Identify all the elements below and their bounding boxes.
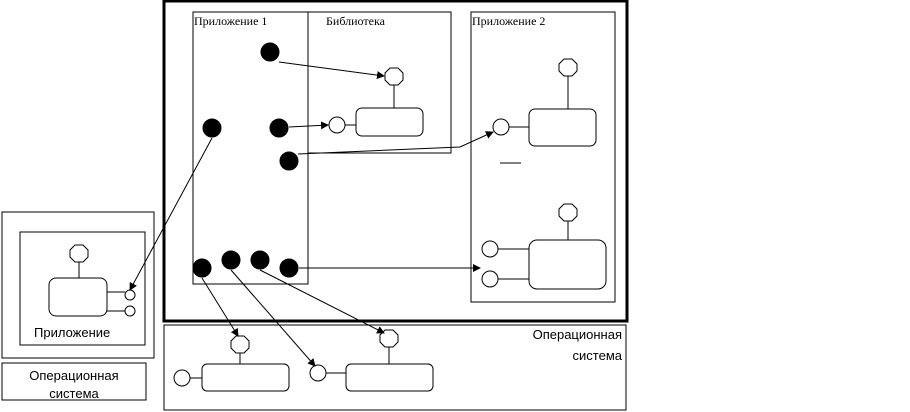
- left-component: [48, 277, 108, 317]
- os-component-2-interface-top: [379, 329, 399, 348]
- app2-lower-port-2: [481, 270, 499, 288]
- app2-component-upper: [528, 108, 597, 147]
- left-port-1: [124, 289, 136, 301]
- app2-label: Приложение 2: [472, 14, 545, 28]
- library-port-left: [328, 116, 346, 134]
- app2-lower-port-1: [481, 240, 499, 258]
- dep-node-6: [221, 250, 241, 270]
- dep-node-7: [250, 250, 270, 270]
- dep-node-2: [202, 118, 222, 138]
- library-label: Библиотека: [326, 14, 386, 28]
- os-main-label-line2: система: [573, 348, 623, 363]
- left-port-2: [124, 305, 136, 317]
- os-component-1-interface-top: [230, 335, 250, 354]
- arrow-node6-to-os-comp2-port: [230, 269, 316, 367]
- main-system-frame: [162, 0, 629, 323]
- arrow-node5-to-os-comp1: [201, 277, 239, 337]
- app2-box: [470, 11, 616, 303]
- arrow-node2-to-left-app: [129, 137, 213, 291]
- dep-node-5: [192, 258, 212, 278]
- arrow-node3-to-library-port: [288, 121, 329, 130]
- dep-node-3: [269, 118, 289, 138]
- app1-box: [192, 11, 309, 285]
- dep-node-4: [279, 151, 299, 171]
- left-os-label-line1: Операционная: [29, 368, 118, 383]
- arrow-node7-to-os-comp2-top: [259, 269, 385, 334]
- os-main-box: [163, 324, 627, 411]
- left-os-label-line2: система: [49, 386, 99, 401]
- app2-component-lower: [528, 239, 607, 290]
- library-interface-top: [384, 67, 404, 86]
- os-component-1-port: [173, 369, 191, 387]
- left-app-box: [19, 231, 146, 346]
- left-system-frame: [1, 211, 155, 359]
- os-main-label-line1: Операционная: [533, 327, 622, 342]
- library-box: [307, 11, 452, 154]
- library-component: [355, 107, 424, 137]
- os-component-1: [201, 363, 290, 392]
- arrow-node1-to-library: [278, 61, 385, 80]
- app2-upper-port: [492, 118, 510, 136]
- app1-label: Приложение 1: [194, 14, 267, 28]
- dep-node-8: [279, 258, 299, 278]
- left-app-label: Приложение: [34, 325, 110, 340]
- os-component-2: [345, 363, 434, 392]
- os-component-2-port: [309, 364, 327, 382]
- app2-upper-interface-top: [558, 58, 578, 77]
- left-os-box: [1, 362, 147, 401]
- arrow-node4-to-app2-upper: [297, 131, 494, 155]
- dep-node-1: [260, 42, 280, 62]
- app2-lower-interface-top: [558, 203, 578, 222]
- left-interface-top: [69, 244, 89, 263]
